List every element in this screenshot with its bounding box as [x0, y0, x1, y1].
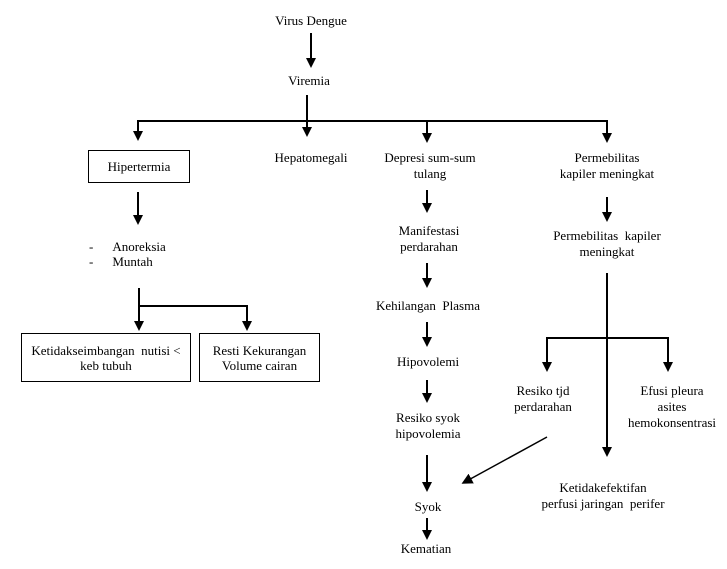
arrowhead-hipovolemi-to-resiko — [422, 393, 432, 403]
node-viremia: Viremia — [288, 73, 330, 88]
arrow-to-hipertermia — [137, 120, 139, 133]
node-virus-dengue: Virus Dengue — [275, 13, 347, 28]
arrow-permebilitas2-to-ketidakefektifan — [606, 273, 608, 448]
list-bullet: - — [89, 254, 94, 269]
list-item: - Anoreksia — [89, 239, 166, 254]
arrowhead-to-resti-box — [242, 321, 252, 331]
arrow-to-resiko-tjd — [546, 337, 548, 363]
arrow-virus-to-viremia — [310, 33, 312, 59]
branch-bar-main — [138, 120, 608, 122]
arrowhead-to-depresi — [422, 133, 432, 143]
arrowhead-hipertermia-to-symptoms — [133, 215, 143, 225]
arrowhead-resiko-to-syok — [422, 482, 432, 492]
node-resti-kekurangan-label: Resti Kekurangan Volume cairan — [212, 342, 307, 373]
branch-bar-left — [138, 305, 248, 307]
arrow-viremia-to-hepatomegali — [306, 95, 308, 128]
arrow-resiko-to-syok — [426, 455, 428, 483]
node-kehilangan-plasma: Kehilangan Plasma — [376, 298, 480, 313]
node-hepatomegali: Hepatomegali — [274, 150, 348, 165]
branch-bar-right — [546, 337, 669, 339]
arrowhead-syok-to-kematian — [422, 530, 432, 540]
arrowhead-permebilitas1-to-2 — [602, 212, 612, 222]
arrowhead-viremia-to-hepatomegali — [302, 127, 312, 137]
arrow-to-efusi — [667, 337, 669, 363]
arrow-depresi-to-manifestasi — [426, 190, 428, 204]
arrowhead-depresi-to-manifestasi — [422, 203, 432, 213]
arrowhead-kehilangan-to-hipovolemi — [422, 337, 432, 347]
node-kematian: Kematian — [400, 541, 452, 556]
node-resiko-syok: Resiko syok hipovolemia — [395, 410, 461, 441]
arrow-to-permebilitas — [606, 120, 608, 134]
arrowhead-virus-to-viremia — [306, 58, 316, 68]
arrowhead-to-hipertermia — [133, 131, 143, 141]
arrow-hipovolemi-to-resiko — [426, 380, 428, 394]
node-ketidakseimbangan-nutrisi: Ketidakseimbangan nutisi < keb tubuh — [21, 333, 191, 382]
list-item: - Muntah — [89, 254, 166, 269]
arrow-syok-to-kematian — [426, 518, 428, 531]
node-efusi-pleura: Efusi pleura asites hemokonsentrasi — [627, 383, 717, 430]
node-ketidakseimbangan-nutrisi-label: Ketidakseimbangan nutisi < keb tubuh — [31, 342, 181, 373]
node-hipertermia: Hipertermia — [88, 150, 190, 183]
list-item-label: Anoreksia — [112, 239, 166, 254]
node-resiko-tjd: Resiko tjd perdarahan — [514, 383, 572, 414]
arrowhead-manifestasi-to-kehilangan — [422, 278, 432, 288]
node-hipertermia-label: Hipertermia — [107, 159, 171, 174]
node-hipovolemi: Hipovolemi — [396, 354, 460, 369]
arrow-manifestasi-to-kehilangan — [426, 263, 428, 279]
arrow-perdarahan-to-syok — [461, 436, 548, 484]
node-syok: Syok — [414, 499, 442, 514]
arrowhead-to-resiko-tjd — [542, 362, 552, 372]
arrowhead-permebilitas2-to-ketidakefektifan — [602, 447, 612, 457]
arrow-to-resti-box — [246, 305, 248, 322]
arrowhead-to-efusi — [663, 362, 673, 372]
node-depresi-sumsum: Depresi sum-sum tulang — [384, 150, 476, 181]
node-ketidakefektifan: Ketidakefektifan perfusi jaringan perife… — [541, 480, 665, 511]
arrowhead-to-permebilitas — [602, 133, 612, 143]
arrow-hipertermia-to-symptoms — [137, 192, 139, 216]
node-manifestasi-perdarahan: Manifestasi perdarahan — [398, 223, 460, 254]
symptom-list: - Anoreksia - Muntah — [89, 239, 166, 269]
arrowhead-to-nutrisi-box — [134, 321, 144, 331]
node-resti-kekurangan: Resti Kekurangan Volume cairan — [199, 333, 320, 382]
list-item-label: Muntah — [112, 254, 153, 269]
arrow-to-depresi — [426, 120, 428, 134]
node-permebilitas-2: Permebilitas kapiler meningkat — [553, 228, 661, 259]
list-bullet: - — [89, 239, 94, 254]
arrow-kehilangan-to-hipovolemi — [426, 322, 428, 338]
node-permebilitas-1: Permebilitas kapiler meningkat — [559, 150, 655, 181]
arrow-permebilitas1-to-2 — [606, 197, 608, 213]
